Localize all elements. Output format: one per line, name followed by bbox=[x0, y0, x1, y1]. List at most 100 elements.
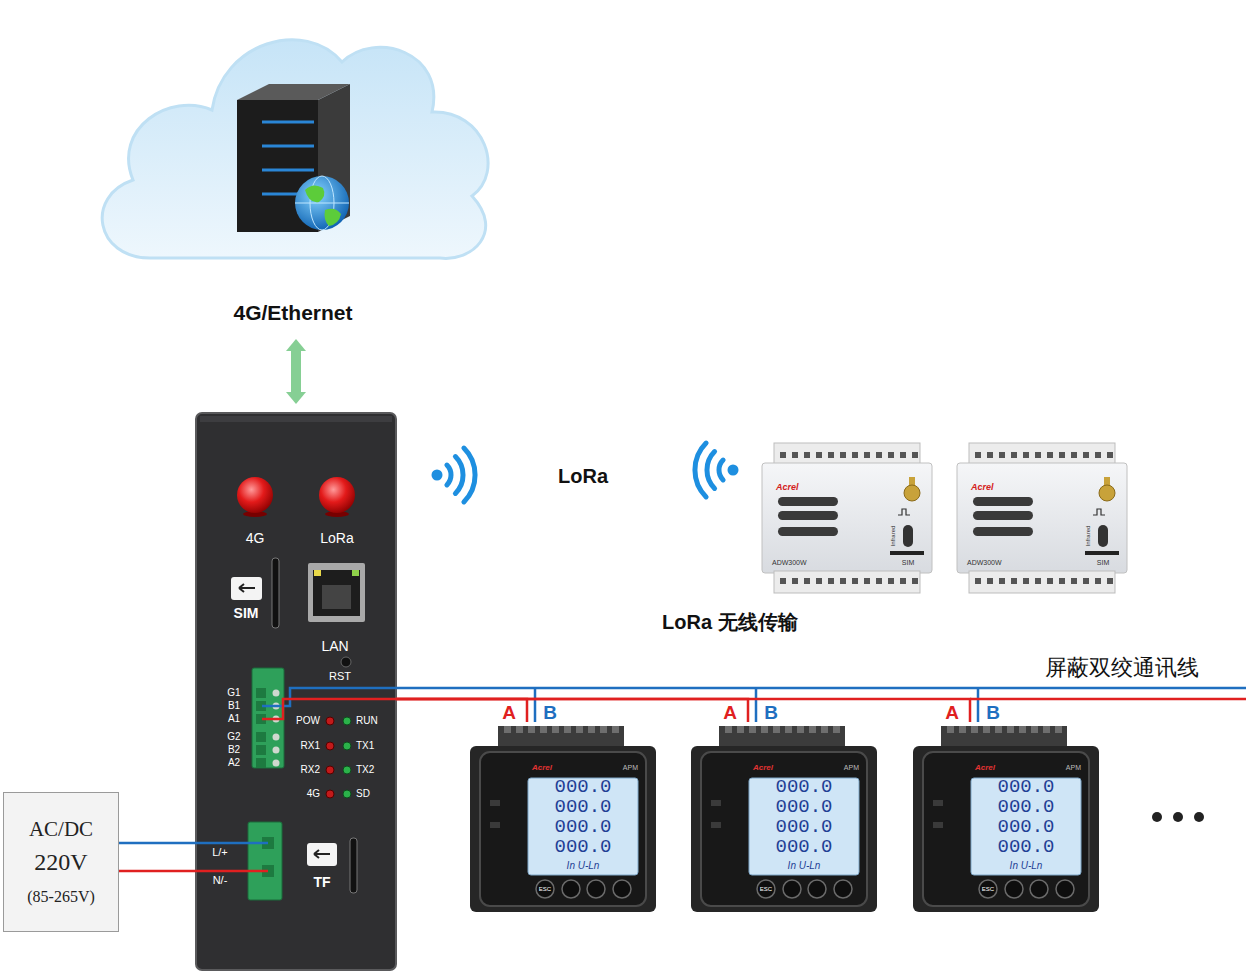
device-label: LAN bbox=[321, 638, 348, 654]
device-label: TX1 bbox=[356, 740, 374, 752]
bus-wire-b bbox=[396, 688, 1246, 722]
network-port bbox=[308, 563, 365, 622]
connector-group bbox=[119, 351, 970, 843]
card-icon-arrow bbox=[239, 584, 255, 592]
display-digits: 000.0 bbox=[997, 777, 1054, 799]
network-jack bbox=[322, 585, 351, 609]
terminal-screw bbox=[256, 688, 280, 768]
port-led bbox=[314, 570, 321, 576]
wireless-module: AcrelInfraredADW300WSIM bbox=[957, 443, 1127, 593]
terminal-screw bbox=[273, 734, 280, 741]
model-name: APM bbox=[1066, 764, 1081, 772]
terminal-screw bbox=[256, 745, 266, 755]
terminal-screw bbox=[273, 690, 280, 697]
signal-name: A bbox=[723, 702, 737, 724]
bus-wire-b bbox=[977, 688, 980, 722]
status-led bbox=[343, 742, 351, 750]
cable-label: 屏蔽双绞通讯线 bbox=[1045, 655, 1199, 680]
status-led bbox=[326, 766, 334, 774]
status-led bbox=[326, 742, 334, 750]
link-label: LoRa 无线传输 bbox=[662, 611, 798, 634]
device-label: RUN bbox=[356, 715, 378, 727]
port-label: SIM bbox=[902, 559, 914, 567]
card-slot bbox=[350, 838, 357, 893]
gateway-device: 4GLoRaSIMLANRSTG1B1A1G2B2A2POWRUNRX1TX1R… bbox=[196, 413, 396, 970]
cloud-shape bbox=[102, 40, 488, 259]
bus-wire-b bbox=[755, 688, 758, 722]
device-label: N/- bbox=[213, 874, 228, 887]
display-digits: 000.0 bbox=[997, 837, 1054, 859]
card-slot bbox=[272, 558, 279, 628]
display-unit: In U-Ln bbox=[567, 860, 600, 872]
signal-name: A bbox=[502, 702, 516, 724]
power-wire-inner bbox=[196, 842, 268, 845]
wireless-module-figure bbox=[762, 443, 932, 593]
card-icon-arrow bbox=[314, 850, 330, 858]
device-label: RST bbox=[329, 670, 351, 683]
button-label: ESC bbox=[760, 886, 772, 893]
status-led bbox=[343, 790, 351, 798]
wireless-arc bbox=[447, 465, 451, 485]
model-name: APM bbox=[623, 764, 638, 772]
link-label: LoRa bbox=[558, 465, 608, 488]
wireless-dot bbox=[432, 470, 443, 481]
bus-wire bbox=[396, 699, 970, 722]
brand-logo: Acrel bbox=[532, 763, 552, 772]
display-digits: 000.0 bbox=[554, 777, 611, 799]
wireless-arc bbox=[719, 460, 723, 480]
device-label: LoRa bbox=[320, 530, 353, 546]
status-led bbox=[343, 717, 351, 725]
gateway-body bbox=[196, 413, 396, 970]
button-label: ESC bbox=[982, 886, 994, 893]
device-label: POW bbox=[296, 715, 320, 727]
device-label: SIM bbox=[234, 605, 259, 621]
gateway-case bbox=[196, 413, 396, 970]
brand-logo: Acrel bbox=[776, 482, 799, 492]
device-label: A2 bbox=[228, 757, 240, 769]
wireless-arc bbox=[455, 457, 463, 494]
power-meter: AcrelAPM000.0000.0000.0000.0In U-LnESC bbox=[691, 722, 877, 912]
terminal-screw bbox=[256, 758, 266, 768]
card-icon bbox=[307, 843, 337, 866]
device-label: 4G bbox=[246, 530, 265, 546]
server-top bbox=[237, 84, 350, 100]
model-name: ADW300W bbox=[772, 559, 807, 567]
more-dots bbox=[1173, 812, 1183, 822]
display-digits: 000.0 bbox=[997, 817, 1054, 839]
display-unit: In U-Ln bbox=[788, 860, 821, 872]
terminal-screw bbox=[256, 688, 266, 698]
display-unit: In U-Ln bbox=[1010, 860, 1043, 872]
port-label: Infrared bbox=[890, 526, 897, 547]
port-label: SIM bbox=[1097, 559, 1109, 567]
antenna-dome bbox=[237, 477, 273, 513]
signal-name: A bbox=[945, 702, 959, 724]
display-digits: 000.0 bbox=[775, 797, 832, 819]
globe-grid bbox=[295, 203, 349, 204]
bus-wire-a bbox=[970, 698, 1246, 701]
model-name: APM bbox=[844, 764, 859, 772]
card-icon bbox=[231, 577, 262, 600]
device-label: 4G bbox=[307, 788, 320, 800]
power-meter: AcrelAPM000.0000.0000.0000.0In U-LnESC bbox=[470, 722, 656, 912]
power-wire bbox=[119, 842, 196, 845]
wireless-arc bbox=[464, 448, 475, 502]
cloud-server: 4G/Ethernet bbox=[90, 0, 500, 330]
device-label: B2 bbox=[228, 744, 240, 756]
globe-land bbox=[305, 185, 324, 202]
server-icon bbox=[237, 84, 350, 232]
supply-range: (85-265V) bbox=[27, 888, 95, 906]
display-digits: 000.0 bbox=[554, 797, 611, 819]
device-label: TF bbox=[313, 874, 330, 890]
terminal-screw bbox=[256, 732, 266, 742]
device-label: G2 bbox=[227, 731, 240, 743]
network-label: 4G/Ethernet bbox=[233, 301, 352, 325]
model-name: ADW300W bbox=[967, 559, 1002, 567]
display-digits: 000.0 bbox=[775, 837, 832, 859]
device-label: TX2 bbox=[356, 764, 374, 776]
status-led bbox=[343, 766, 351, 774]
device-label: B1 bbox=[228, 700, 240, 712]
bus-wire-b bbox=[396, 687, 1246, 690]
